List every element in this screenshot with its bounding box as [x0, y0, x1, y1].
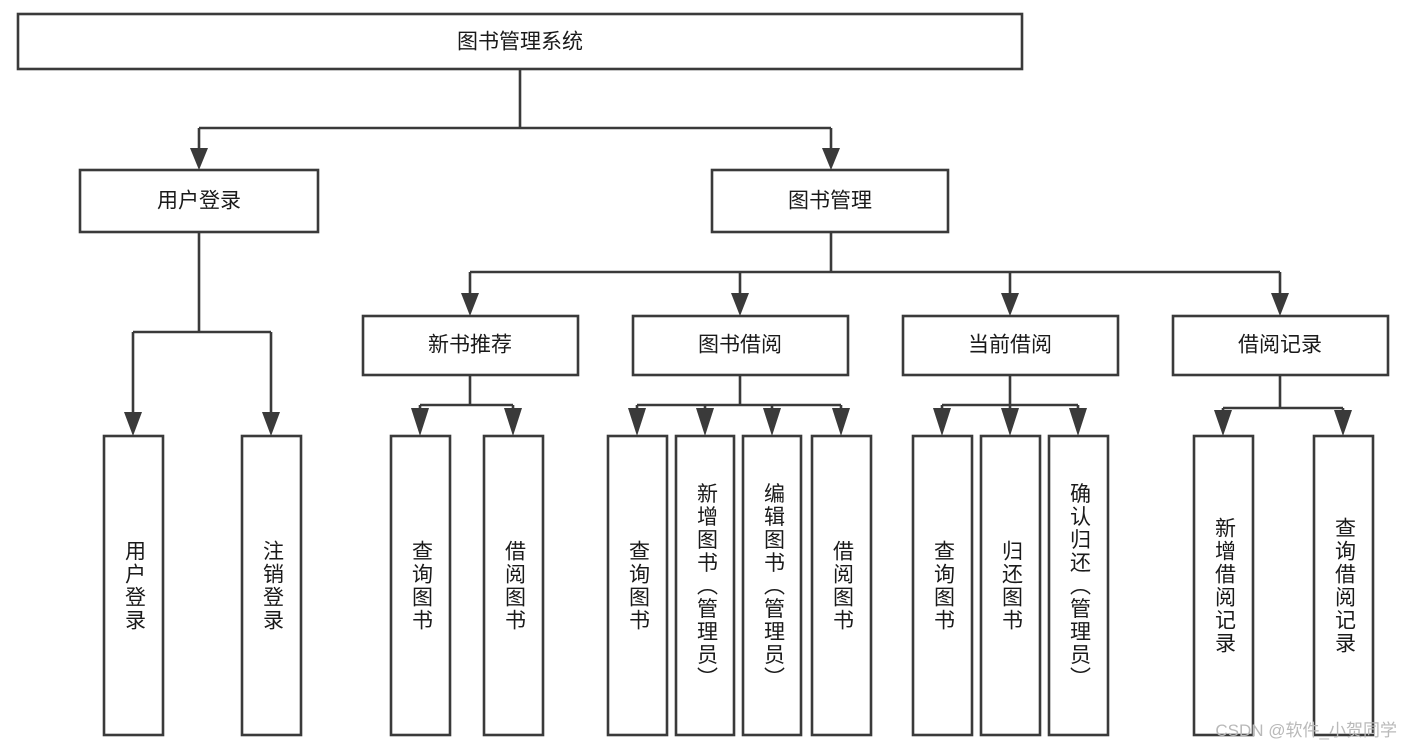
arrow-user-login-leaf-1 [124, 412, 142, 436]
arrow-bm-to-current-borrow [1001, 293, 1019, 316]
node-leaf-query-book-1-label: 查询图书 [409, 540, 433, 632]
csdn-watermark: CSDN @软件_小贺同学 [1215, 721, 1397, 740]
node-leaf-query-record[interactable]: 查询借阅记录 [1312, 434, 1375, 737]
arrow-br-leaf-2 [1334, 410, 1352, 436]
node-new-book-recommend[interactable]: 新书推荐 [361, 314, 580, 377]
node-leaf-confirm-return[interactable]: 确认归还（管理员） [1047, 434, 1110, 737]
node-leaf-add-record-label: 新增借阅记录 [1212, 517, 1236, 655]
node-book-borrow-label: 图书借阅 [698, 334, 782, 357]
arrow-bb-leaf-3 [763, 408, 781, 436]
arrow-cb-leaf-2 [1001, 408, 1019, 436]
node-leaf-user-login-label: 用户登录 [122, 540, 146, 632]
node-leaf-user-login[interactable]: 用户登录 [102, 434, 165, 737]
node-leaf-query-book-2-label: 查询图书 [626, 540, 650, 632]
node-leaf-return-book-label: 归还图书 [999, 540, 1023, 632]
node-leaf-borrow-book-1-label: 借阅图书 [502, 540, 526, 632]
node-leaf-borrow-book-1[interactable]: 借阅图书 [482, 434, 545, 737]
arrow-new-book-leaf-2 [504, 408, 522, 436]
arrow-root-to-user-login [190, 148, 208, 170]
node-new-book-recommend-label: 新书推荐 [428, 334, 512, 357]
node-borrow-record-label: 借阅记录 [1238, 334, 1322, 357]
node-borrow-record[interactable]: 借阅记录 [1171, 314, 1390, 377]
node-user-login-label: 用户登录 [157, 190, 241, 213]
arrow-bm-to-book-borrow [731, 293, 749, 316]
node-leaf-return-book[interactable]: 归还图书 [979, 434, 1042, 737]
arrow-bb-leaf-1 [628, 408, 646, 436]
node-leaf-confirm-return-label: 确认归还（管理员） [1067, 483, 1091, 690]
node-leaf-add-book[interactable]: 新增图书（管理员） [674, 434, 736, 737]
node-user-login[interactable]: 用户登录 [78, 168, 320, 234]
connector-layer [124, 69, 1352, 436]
arrow-root-to-book-management [822, 148, 840, 170]
node-leaf-logout-login-label: 注销登录 [260, 540, 284, 632]
node-leaf-edit-book-label: 编辑图书（管理员） [761, 483, 785, 690]
node-leaf-add-record[interactable]: 新增借阅记录 [1192, 434, 1255, 737]
node-root[interactable]: 图书管理系统 [16, 12, 1024, 71]
node-leaf-query-book-1[interactable]: 查询图书 [389, 434, 452, 737]
node-leaf-add-book-label: 新增图书（管理员） [694, 483, 718, 690]
arrow-bb-leaf-2 [696, 408, 714, 436]
node-leaf-query-book-3[interactable]: 查询图书 [911, 434, 974, 737]
arrow-bm-to-borrow-record [1271, 293, 1289, 316]
node-leaf-borrow-book-2[interactable]: 借阅图书 [810, 434, 873, 737]
node-leaf-query-record-label: 查询借阅记录 [1332, 517, 1356, 655]
node-book-management-label: 图书管理 [788, 190, 872, 213]
arrow-user-login-leaf-2 [262, 412, 280, 436]
node-book-management[interactable]: 图书管理 [710, 168, 950, 234]
node-root-label: 图书管理系统 [457, 31, 583, 54]
arrow-cb-leaf-3 [1069, 408, 1087, 436]
node-leaf-logout-login[interactable]: 注销登录 [240, 434, 303, 737]
node-book-borrow[interactable]: 图书借阅 [631, 314, 850, 377]
arrow-br-leaf-1 [1214, 410, 1232, 436]
node-leaf-borrow-book-2-label: 借阅图书 [830, 540, 854, 632]
arrow-bm-to-new-book [461, 293, 479, 316]
arrow-new-book-leaf-1 [411, 408, 429, 436]
node-current-borrow-label: 当前借阅 [968, 334, 1052, 357]
node-current-borrow[interactable]: 当前借阅 [901, 314, 1120, 377]
arrow-cb-leaf-1 [933, 408, 951, 436]
node-leaf-query-book-2[interactable]: 查询图书 [606, 434, 669, 737]
node-leaf-query-book-3-label: 查询图书 [931, 540, 955, 632]
node-leaf-edit-book[interactable]: 编辑图书（管理员） [741, 434, 803, 737]
arrow-bb-leaf-4 [832, 408, 850, 436]
